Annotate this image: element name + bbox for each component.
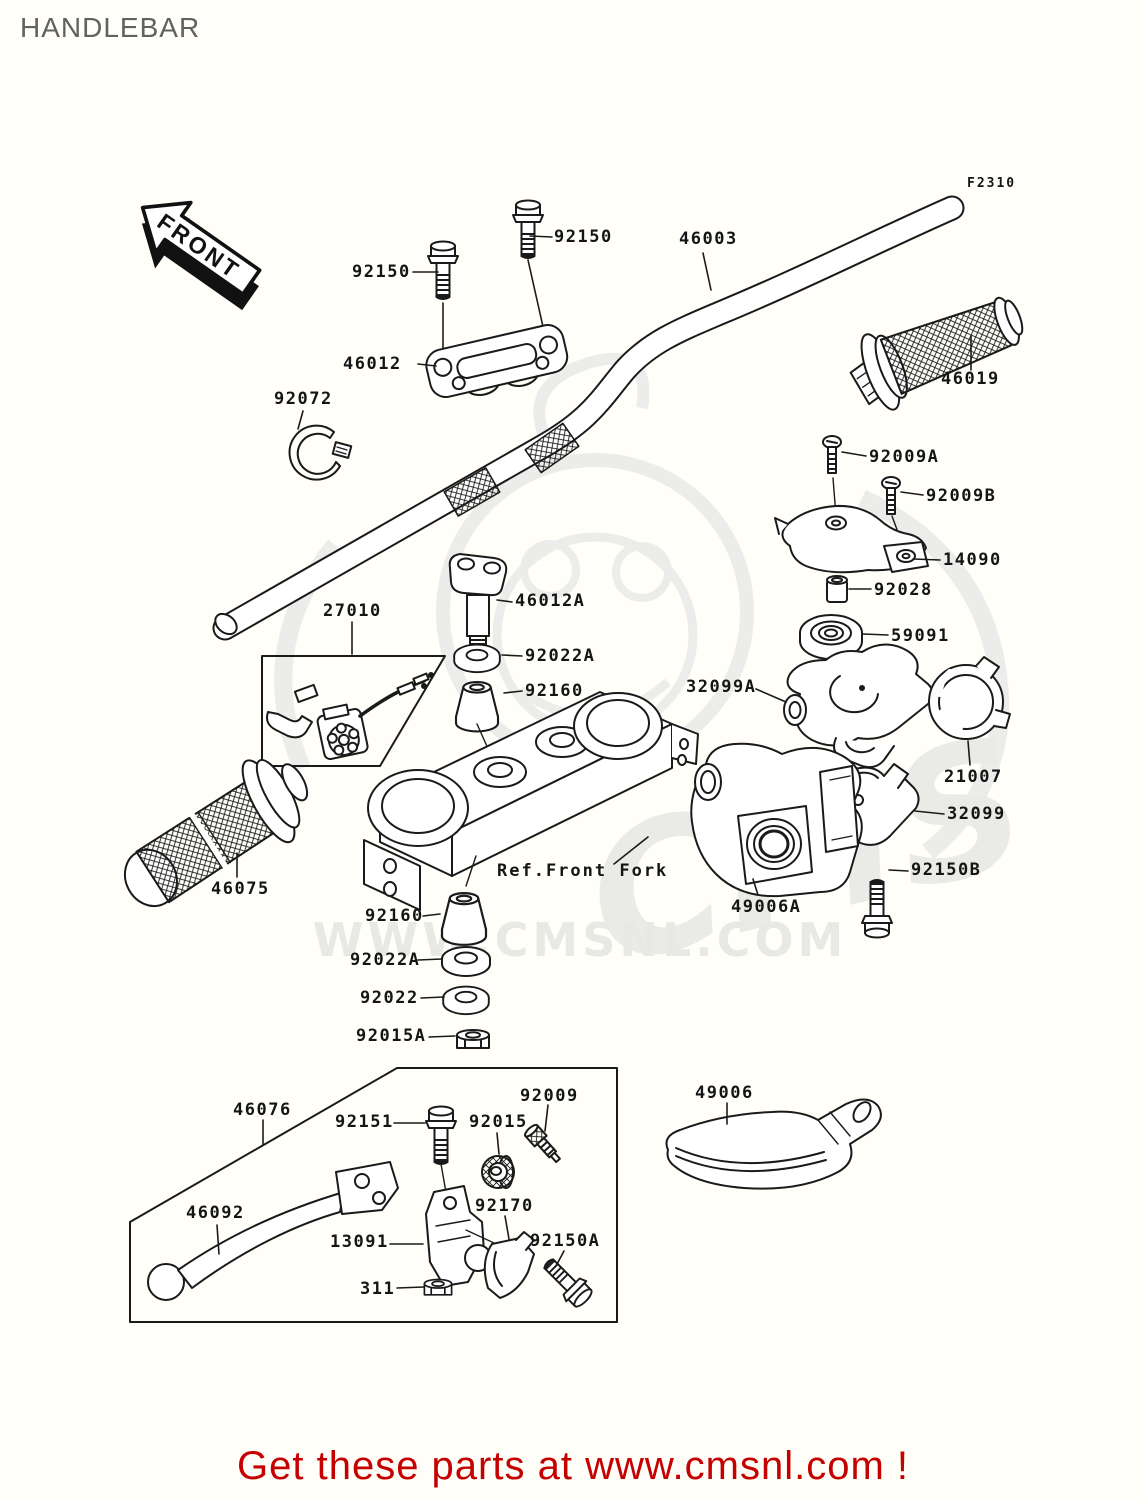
washer-92022a-upper	[453, 643, 501, 674]
part-label-49006: 49006	[695, 1083, 754, 1103]
case-body-49006a	[690, 742, 863, 898]
part-label-311: 311	[360, 1279, 396, 1299]
part-label-92009a: 92009A	[869, 447, 940, 467]
part-label-13091: 13091	[330, 1232, 389, 1252]
part-label-92160-upper: 92160	[525, 681, 584, 701]
part-label-92170: 92170	[475, 1196, 534, 1216]
part-label-46003: 46003	[679, 229, 738, 249]
part-label-92150a: 92150A	[530, 1231, 601, 1251]
part-label-92022a-upper: 92022A	[525, 646, 596, 666]
part-label-92160-lower: 92160	[365, 906, 424, 926]
part-label-27010: 27010	[323, 601, 382, 621]
ring-21007	[928, 656, 1011, 740]
part-label-92072: 92072	[274, 389, 333, 409]
part-label-49006a: 49006A	[731, 897, 802, 917]
ref-front-fork-label: Ref.Front Fork	[497, 861, 669, 881]
bolt-92150-left	[427, 240, 459, 361]
watermark-url-text: WWW.CMSNL.COM	[313, 913, 848, 967]
part-label-92150-right: 92150	[554, 227, 613, 247]
throttle-tube-46019	[849, 296, 1024, 411]
part-label-92028: 92028	[874, 580, 933, 600]
handlebar-46003	[212, 195, 965, 641]
part-label-32099a: 32099A	[686, 677, 757, 697]
nut-92015a	[456, 1029, 490, 1049]
part-label-14090: 14090	[943, 550, 1002, 570]
part-label-46092: 46092	[186, 1203, 245, 1223]
bolt-92150-right	[512, 199, 547, 341]
washer-92022	[442, 985, 490, 1016]
part-label-59091: 59091	[891, 626, 950, 646]
clamp-band-92072	[288, 424, 353, 481]
bolt-92150a	[536, 1251, 598, 1313]
part-label-92009: 92009	[520, 1086, 579, 1106]
part-label-46019: 46019	[941, 369, 1000, 389]
figure-code: F2310	[967, 176, 1017, 191]
switch-kit-27010	[261, 655, 446, 767]
adjuster-92009	[524, 1123, 561, 1164]
part-label-46076: 46076	[233, 1100, 292, 1120]
clamp-92170	[483, 1231, 535, 1299]
part-label-21007: 21007	[944, 767, 1003, 787]
lever-46092	[147, 1161, 399, 1301]
damper-92160-lower	[440, 891, 488, 946]
grip-46075	[123, 758, 309, 908]
part-label-32099: 32099	[947, 804, 1006, 824]
screw-92009a	[822, 435, 842, 517]
part-label-92022a-lower: 92022A	[350, 950, 421, 970]
part-label-92009b: 92009B	[926, 486, 997, 506]
part-label-92015a: 92015A	[356, 1026, 427, 1046]
footer-promo-text: Get these parts at www.cmsnl.com !	[237, 1444, 909, 1488]
washer-59091	[799, 614, 863, 660]
washer-92022a-lower	[441, 946, 491, 977]
boot-49006	[665, 1098, 882, 1190]
wheel-92015	[481, 1155, 515, 1189]
part-label-92015: 92015	[469, 1112, 528, 1132]
holder-clamp-46012	[425, 324, 569, 398]
cover-14090	[774, 504, 929, 574]
part-label-46012a: 46012A	[515, 591, 586, 611]
triple-clamp-ref	[363, 691, 699, 911]
part-label-46012: 46012	[343, 354, 402, 374]
front-arrow: FRONT	[140, 200, 262, 311]
part-label-92150-left: 92150	[352, 262, 411, 282]
part-label-92150b: 92150B	[911, 860, 982, 880]
holder-13091	[425, 1185, 523, 1287]
page-title: HANDLEBAR	[20, 12, 201, 43]
part-label-46075: 46075	[211, 879, 270, 899]
part-label-92151: 92151	[335, 1112, 394, 1132]
lever-assy-box-46076	[129, 1067, 618, 1323]
case-upper-32099a	[783, 643, 934, 769]
nut-311	[423, 1278, 453, 1296]
bolt-92151	[425, 1105, 457, 1199]
part-label-92022: 92022	[360, 988, 419, 1008]
leader-lines	[216, 235, 972, 1289]
bushing-92028	[826, 575, 848, 603]
